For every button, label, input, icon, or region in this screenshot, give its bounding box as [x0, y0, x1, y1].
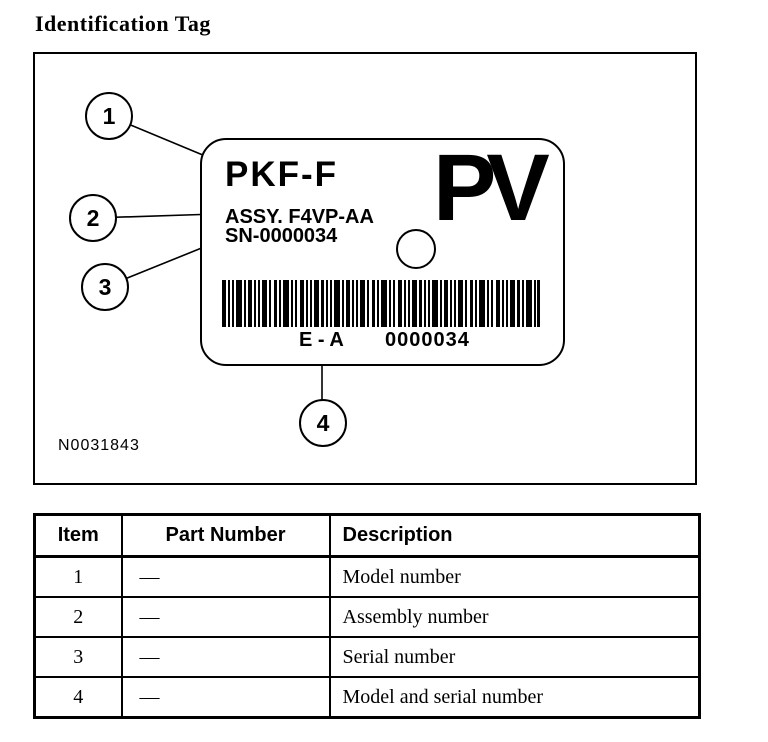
- figure-number: N0031843: [58, 437, 140, 454]
- description-cell: Model and serial number: [328, 676, 701, 719]
- tag-hole: [396, 229, 436, 269]
- callout-4: 4: [299, 399, 347, 447]
- page-title: Identification Tag: [35, 11, 211, 36]
- item-cell: 4: [33, 676, 123, 719]
- part-number-cell: —: [120, 555, 331, 598]
- callout-3: 3: [81, 263, 129, 311]
- header-part-number: Part Number: [120, 513, 331, 558]
- barcode-code-text: E - A: [299, 329, 344, 351]
- item-cell: 1: [33, 555, 123, 598]
- description-cell: Serial number: [328, 636, 701, 678]
- header-description: Description: [328, 513, 701, 558]
- barcode-serial-text: 0000034: [385, 329, 470, 351]
- parts-table: Item Part Number Description 1 — Model n…: [33, 513, 701, 719]
- model-number-text: PKF-F: [225, 155, 339, 194]
- item-cell: 2: [33, 596, 123, 638]
- table-row: 3 — Serial number: [33, 636, 701, 678]
- table-row: 4 — Model and serial number: [33, 676, 701, 719]
- item-cell: 3: [33, 636, 123, 678]
- callout-1-number: 1: [102, 102, 116, 129]
- serial-number-text: SN-0000034: [225, 225, 338, 247]
- table-header-row: Item Part Number Description: [33, 513, 701, 558]
- table-row: 1 — Model number: [33, 555, 701, 598]
- description-cell: Assembly number: [328, 596, 701, 638]
- callout-2: 2: [69, 194, 117, 242]
- part-number-cell: —: [120, 596, 331, 638]
- part-number-cell: —: [120, 676, 331, 719]
- callout-3-number: 3: [98, 273, 112, 300]
- part-number-cell: —: [120, 636, 331, 678]
- header-item: Item: [33, 513, 123, 558]
- table-row: 2 — Assembly number: [33, 596, 701, 638]
- pv-logo: PV: [433, 135, 550, 241]
- identification-tag-figure: PKF-F PV ASSY. F4VP-AA SN-0000034: [33, 52, 697, 485]
- callout-4-number: 4: [316, 409, 330, 436]
- identification-tag-label: PKF-F PV ASSY. F4VP-AA SN-0000034: [200, 138, 565, 366]
- assembly-number-text: ASSY. F4VP-AA: [225, 206, 374, 228]
- callout-2-number: 2: [86, 204, 100, 231]
- barcode: [222, 280, 540, 327]
- callout-1: 1: [85, 92, 133, 140]
- description-cell: Model number: [328, 555, 701, 598]
